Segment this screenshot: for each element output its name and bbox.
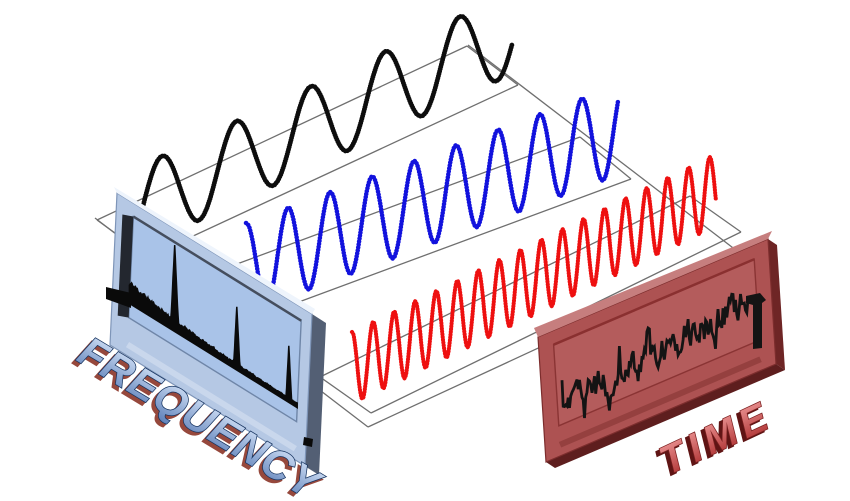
low-frequency-sine-wave (133, 14, 515, 235)
axis-line (96, 45, 468, 221)
waveform-right-edge-mark (746, 293, 766, 349)
spectrum-left-edge-mark (106, 287, 131, 308)
axis-line (689, 195, 742, 233)
axis-line (260, 178, 632, 317)
sine-wave-group (133, 14, 719, 401)
axis-line (579, 136, 632, 180)
time-domain-panel (534, 231, 785, 468)
panel-side-bottom (546, 364, 785, 468)
panel-bottom-band (558, 356, 762, 448)
panel-frame-notch (303, 437, 313, 447)
panel-inner-top-bevel (132, 215, 302, 322)
mid-frequency-sine-wave (243, 96, 621, 308)
panel-inner-top-bevel (553, 258, 755, 346)
panel-top-edge (114, 187, 315, 314)
panel-side-right (768, 239, 785, 370)
axis-line (147, 84, 519, 258)
frequency-domain-panel (106, 187, 326, 475)
axis-line (209, 136, 581, 275)
frequency-spectrum-plot (128, 245, 298, 409)
panel-top-edge (534, 231, 772, 337)
axis-line (319, 376, 372, 414)
panel-bottom-band (125, 342, 297, 452)
axis-line (466, 45, 519, 86)
high-frequency-sine-wave (349, 155, 719, 401)
time-waveform-plot (560, 292, 750, 419)
